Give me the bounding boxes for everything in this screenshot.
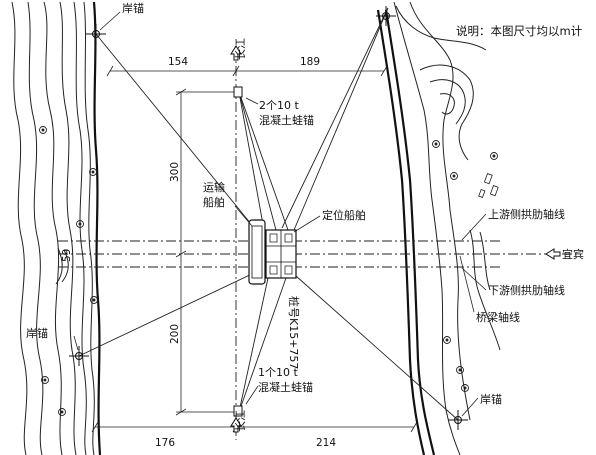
yangtze-label-bottom: 长江 bbox=[234, 410, 247, 432]
buildings bbox=[478, 173, 499, 198]
right-bank-contours bbox=[376, 1, 501, 455]
positioning-ship-label: 定位船舶 bbox=[322, 208, 366, 222]
circle-dot-icon bbox=[443, 336, 451, 344]
frog-anchor-upper bbox=[233, 86, 243, 98]
transport-ship-label-2: 船舶 bbox=[203, 195, 225, 209]
shore-anchor-label-top-left: 岸锚 bbox=[122, 1, 144, 15]
hollow-arrow-icon bbox=[230, 417, 242, 433]
dim-bottom-right: 214 bbox=[316, 437, 336, 449]
circle-dot-icon bbox=[39, 126, 47, 134]
dimension-lines bbox=[91, 65, 418, 433]
crosshair-anchor-icon bbox=[448, 410, 468, 430]
circle-dot-icon bbox=[41, 376, 49, 384]
lower-anchor-type: 混凝土蛙锚 bbox=[258, 380, 313, 394]
bridge-axis-label: 桥梁轴线 bbox=[476, 310, 520, 324]
lower-anchor-qty: 1个10 t bbox=[258, 366, 298, 379]
dim-left-lower: 200 bbox=[169, 324, 181, 344]
shore-anchor-label-bottom-right: 岸锚 bbox=[480, 392, 502, 406]
circle-dot-icon bbox=[58, 408, 66, 416]
positioning-ship bbox=[265, 229, 297, 279]
dim-bottom-left: 176 bbox=[155, 437, 175, 449]
survey-points bbox=[39, 126, 498, 416]
yibin-label: 宜宾 bbox=[562, 247, 584, 261]
upper-anchor-type: 混凝土蛙锚 bbox=[259, 113, 314, 127]
crosshair-anchor-icon bbox=[69, 346, 89, 366]
left-mark-label: 59 bbox=[61, 249, 73, 262]
circle-dot-icon bbox=[89, 168, 97, 176]
downstream-arch-axis-label: 下游侧拱肋轴线 bbox=[488, 283, 565, 297]
yangtze-label-top: 长江 bbox=[234, 38, 247, 60]
station-label: 桩号K15+757 bbox=[287, 296, 301, 369]
circle-dot-icon bbox=[76, 220, 84, 228]
circle-dot-icon bbox=[490, 152, 498, 160]
crosshair-anchor-icon bbox=[86, 24, 106, 44]
circle-dot-icon bbox=[461, 384, 469, 392]
left-bank-contours bbox=[11, 1, 102, 455]
dim-top-left: 154 bbox=[168, 56, 188, 68]
transport-ship-label-1: 运输 bbox=[203, 180, 225, 194]
dim-left-upper: 300 bbox=[169, 162, 181, 182]
note-text: 说明：本图尺寸均以m计 bbox=[456, 24, 583, 38]
circle-dot-icon bbox=[432, 140, 440, 148]
axis-lines bbox=[58, 48, 578, 440]
transport-ship bbox=[248, 219, 266, 285]
shore-anchor-label-bottom-left: 岸锚 bbox=[26, 326, 48, 340]
dim-top-right: 189 bbox=[300, 56, 320, 68]
circle-dot-icon bbox=[450, 172, 458, 180]
anchor-cables bbox=[78, 7, 459, 421]
upstream-arch-axis-label: 上游侧拱肋轴线 bbox=[488, 207, 565, 221]
hollow-arrow-icon bbox=[545, 248, 561, 260]
upper-anchor-qty: 2个10 t bbox=[259, 99, 299, 112]
leader-lines bbox=[73, 11, 487, 417]
circle-dot-icon bbox=[90, 296, 98, 304]
circle-dot-icon bbox=[456, 366, 464, 374]
hollow-arrow-icon bbox=[230, 45, 242, 61]
frog-anchor-lower bbox=[233, 405, 243, 417]
crosshair-anchor-icon bbox=[376, 6, 396, 26]
